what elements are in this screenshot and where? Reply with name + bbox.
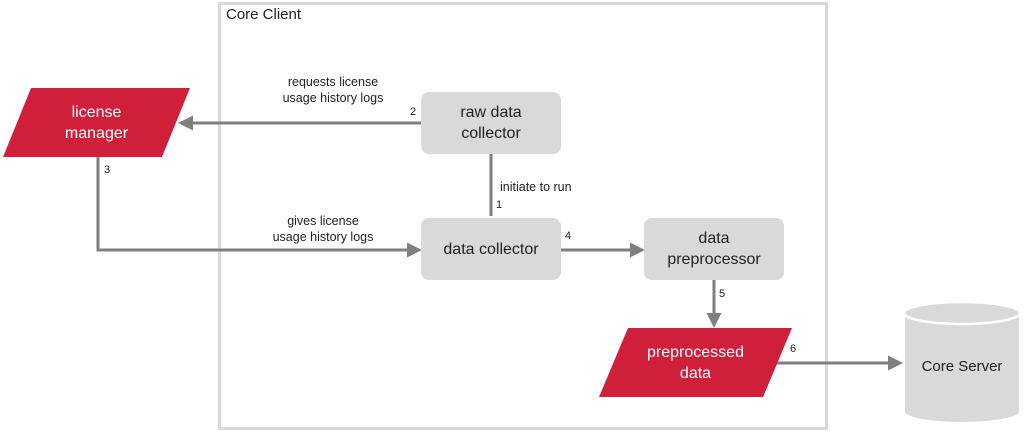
step-3-label: 3 <box>104 164 111 176</box>
arrow-gives-logs <box>96 157 422 258</box>
raw-data-collector-label-line2: collector <box>461 125 521 142</box>
requests-logs-label-line2: usage history logs <box>282 91 384 105</box>
preprocessed-data-label-line1: preprocessed <box>647 343 744 361</box>
gives-logs-label-line1: gives license <box>287 214 359 228</box>
license-manager-node: license manager <box>3 88 190 157</box>
core-client-title: Core Client <box>226 6 302 23</box>
data-collector-node: data collector <box>421 218 561 280</box>
requests-logs-label: requests license usage history logs <box>268 74 398 106</box>
data-preprocessor-node: data preprocessor <box>644 218 784 280</box>
data-preprocessor-label-line1: data <box>698 230 730 247</box>
license-manager-label-line2: manager <box>64 124 129 142</box>
requests-logs-label-line1: requests license <box>287 75 379 89</box>
gives-logs-label: gives license usage history logs <box>258 213 388 245</box>
data-collector-label: data collector <box>443 240 539 258</box>
preprocessed-data-node: preprocessed data <box>599 328 792 397</box>
initiate-label: initiate to run <box>500 180 572 194</box>
license-manager-label-line1: license <box>71 103 122 121</box>
step-4-label: 4 <box>565 230 572 242</box>
step-6-label: 6 <box>790 343 797 355</box>
core-server-cylinder <box>902 300 1022 424</box>
preprocessed-data-label-line2: data <box>679 364 712 382</box>
step-1-label: 1 <box>496 199 503 211</box>
raw-data-collector-node: raw data collector <box>421 92 561 154</box>
data-preprocessor-label-line2: preprocessor <box>667 251 761 268</box>
raw-data-collector-label-line1: raw data <box>460 104 522 121</box>
core-server-label: Core Server <box>921 358 1003 375</box>
step-5-label: 5 <box>719 288 726 300</box>
gives-logs-label-line2: usage history logs <box>272 230 374 244</box>
core-client-boundary <box>218 2 828 430</box>
step-2-label: 2 <box>410 106 417 118</box>
